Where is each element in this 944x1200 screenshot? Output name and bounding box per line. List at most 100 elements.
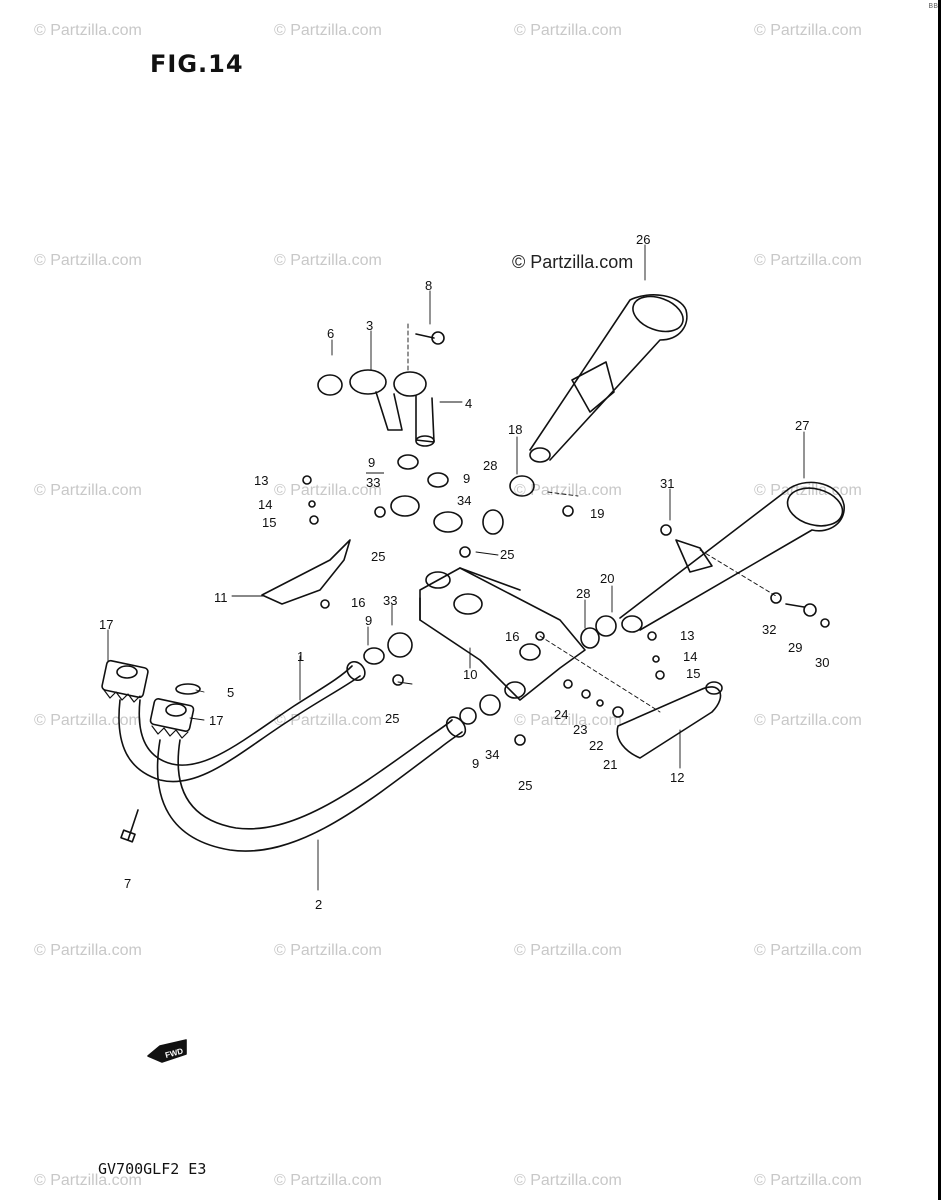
exhaust-joint-3 [349, 369, 403, 431]
gasket-28 [482, 509, 504, 535]
exhaust-flange-17-upper [101, 659, 149, 703]
callout-17-b: 17 [209, 713, 223, 728]
tail-pipe-12 [616, 681, 723, 759]
watermark: © Partzilla.com [754, 942, 862, 959]
exhaust-flange-17-lower [149, 698, 195, 739]
exhaust-joint-4 [393, 371, 435, 447]
watermark: © Partzilla.com [754, 22, 862, 39]
clamp-33-lower [387, 632, 413, 658]
callout-20: 20 [600, 571, 614, 586]
callout-5: 5 [227, 685, 234, 700]
figure-title: FIG.14 [150, 50, 244, 78]
watermark: © Partzilla.com [274, 252, 382, 269]
callout-17-a: 17 [99, 617, 113, 632]
callout-18: 18 [508, 422, 522, 437]
callout-labels: 1 2 3 4 5 6 7 8 9 9 9 9 10 11 12 13 13 1… [99, 232, 829, 1060]
watermark: © Partzilla.com [514, 942, 622, 959]
model-code: GV700GLF2 E3 [98, 1160, 207, 1178]
gasket-5 [175, 683, 201, 695]
watermark: © Partzilla.com [754, 712, 862, 729]
watermark-center: © Partzilla.com [512, 252, 634, 272]
exhaust-pipe-2 [156, 716, 467, 852]
leader-lines [107, 244, 805, 891]
callout-21: 21 [603, 757, 617, 772]
callout-6: 6 [327, 326, 334, 341]
callout-9-a: 9 [368, 455, 375, 470]
watermark: © Partzilla.com [274, 1172, 382, 1189]
gasket-28 [580, 627, 600, 649]
callout-30: 30 [815, 655, 829, 670]
callout-10: 10 [463, 667, 477, 682]
callout-14-b: 14 [683, 649, 697, 664]
corner-code: BB [928, 2, 938, 10]
callout-25-d: 25 [518, 778, 532, 793]
callout-16-b: 16 [505, 629, 519, 644]
callout-27: 27 [795, 418, 809, 433]
stud-bolt-7 [120, 809, 139, 843]
watermark: © Partzilla.com [34, 942, 142, 959]
callout-26: 26 [636, 232, 650, 247]
callout-28-a: 28 [483, 458, 497, 473]
gasket-9 [363, 647, 385, 665]
callout-24: 24 [554, 707, 568, 722]
watermark: © Partzilla.com [274, 482, 382, 499]
watermark: © Partzilla.com [274, 22, 382, 39]
callout-4: 4 [465, 396, 472, 411]
callout-9-b: 9 [463, 471, 470, 486]
callout-25-c: 25 [385, 711, 399, 726]
callout-2: 2 [315, 897, 322, 912]
watermark: © Partzilla.com [514, 22, 622, 39]
exhaust-chamber-10 [419, 567, 586, 701]
clamp-33-upper [390, 495, 420, 517]
callout-31: 31 [660, 476, 674, 491]
callout-7: 7 [124, 876, 131, 891]
callout-16-a: 16 [351, 595, 365, 610]
watermark: © Partzilla.com [274, 712, 382, 729]
watermark: © Partzilla.com [754, 1172, 862, 1189]
callout-23: 23 [573, 722, 587, 737]
callout-1: 1 [297, 649, 304, 664]
clamp-34-upper [433, 511, 463, 533]
front-arrow-icon [147, 1039, 187, 1063]
callout-19: 19 [590, 506, 604, 521]
clamp-20 [595, 615, 617, 637]
watermark: © Partzilla.com [34, 1172, 142, 1189]
callout-28-b: 28 [576, 586, 590, 601]
gasket-6 [317, 374, 343, 396]
callout-29: 29 [788, 640, 802, 655]
callout-14-a: 14 [258, 497, 272, 512]
callout-13-b: 13 [680, 628, 694, 643]
callout-11: 11 [214, 590, 228, 605]
callout-9-d: 9 [472, 756, 479, 771]
callout-34-a: 34 [457, 493, 471, 508]
small-hardware [302, 475, 830, 746]
callout-12: 12 [670, 770, 684, 785]
gasket-9 [459, 707, 477, 725]
exhaust-pipe-1 [118, 660, 366, 783]
callout-33-b: 33 [383, 593, 397, 608]
bracket-11 [261, 539, 351, 609]
watermark: © Partzilla.com [754, 252, 862, 269]
callout-25-b: 25 [500, 547, 514, 562]
callout-25-a: 25 [371, 549, 385, 564]
clamp-18 [509, 475, 535, 497]
clamp-34-lower [479, 694, 501, 716]
callout-3: 3 [366, 318, 373, 333]
muffler-27 [619, 481, 845, 633]
watermark: © Partzilla.com [274, 942, 382, 959]
callout-33-a: 33 [366, 475, 380, 490]
callout-13-a: 13 [254, 473, 268, 488]
watermark: © Partzilla.com [34, 252, 142, 269]
gasket-9 [397, 454, 419, 470]
watermark: © Partzilla.com [514, 1172, 622, 1189]
callout-9-c: 9 [365, 613, 372, 628]
callout-15-b: 15 [686, 666, 700, 681]
muffler-26 [529, 294, 688, 463]
watermark: © Partzilla.com [514, 712, 622, 729]
watermark: © Partzilla.com [34, 22, 142, 39]
gasket-9 [427, 472, 449, 488]
watermark: © Partzilla.com [514, 482, 622, 499]
